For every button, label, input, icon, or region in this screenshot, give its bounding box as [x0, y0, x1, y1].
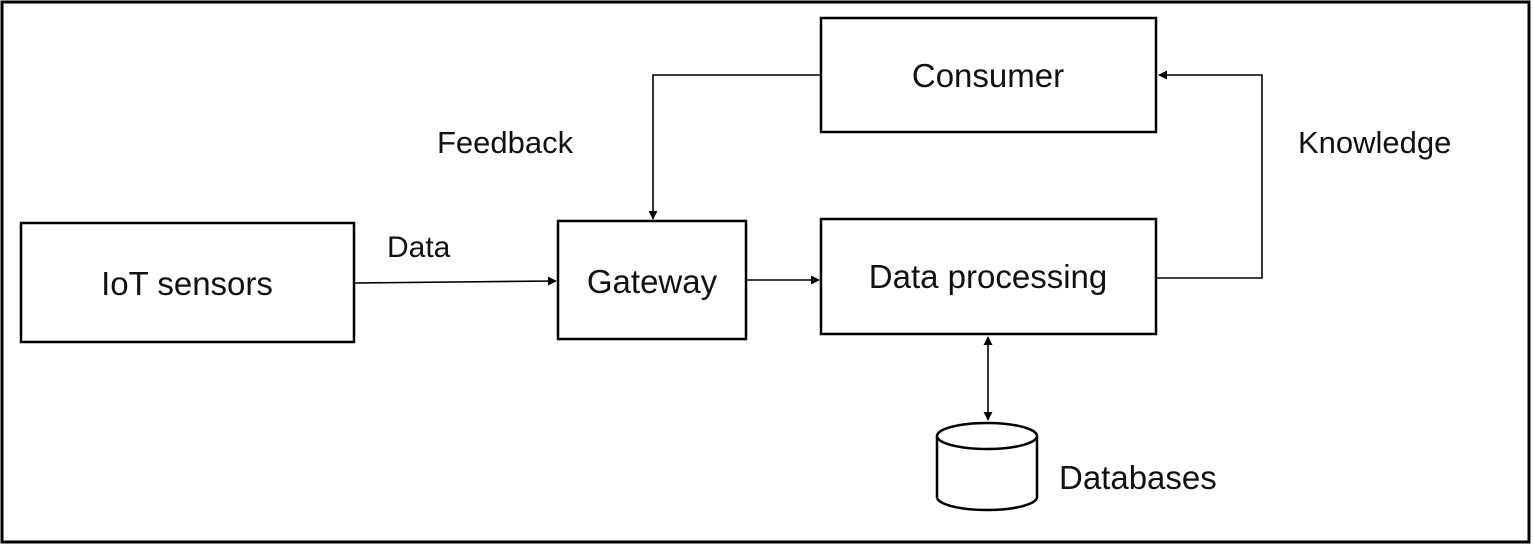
edge-feedback-arrow	[648, 74, 821, 220]
node-gateway-label: Gateway	[587, 263, 718, 300]
node-databases-label: Databases	[1059, 459, 1217, 496]
node-consumer-label: Consumer	[912, 57, 1064, 94]
node-iot-sensors: IoT sensors	[19, 221, 356, 344]
database-cylinder-top	[935, 421, 1039, 451]
node-gateway: Gateway	[556, 219, 748, 341]
node-data-processing: Data processing	[819, 217, 1158, 336]
node-data-processing-label: Data processing	[869, 258, 1107, 295]
node-iot-sensors-label: IoT sensors	[101, 265, 273, 302]
database-cylinder-icon	[935, 436, 1039, 512]
node-consumer: Consumer	[819, 16, 1158, 134]
edge-feedback-label: Feedback	[437, 125, 574, 160]
edge-knowledge-label: Knowledge	[1298, 125, 1451, 160]
edge-knowledge-arrow	[1157, 70, 1263, 279]
edge-data-label: Data	[387, 231, 451, 264]
node-databases: Databases	[935, 421, 1217, 512]
edge-data-arrow	[354, 276, 557, 286]
